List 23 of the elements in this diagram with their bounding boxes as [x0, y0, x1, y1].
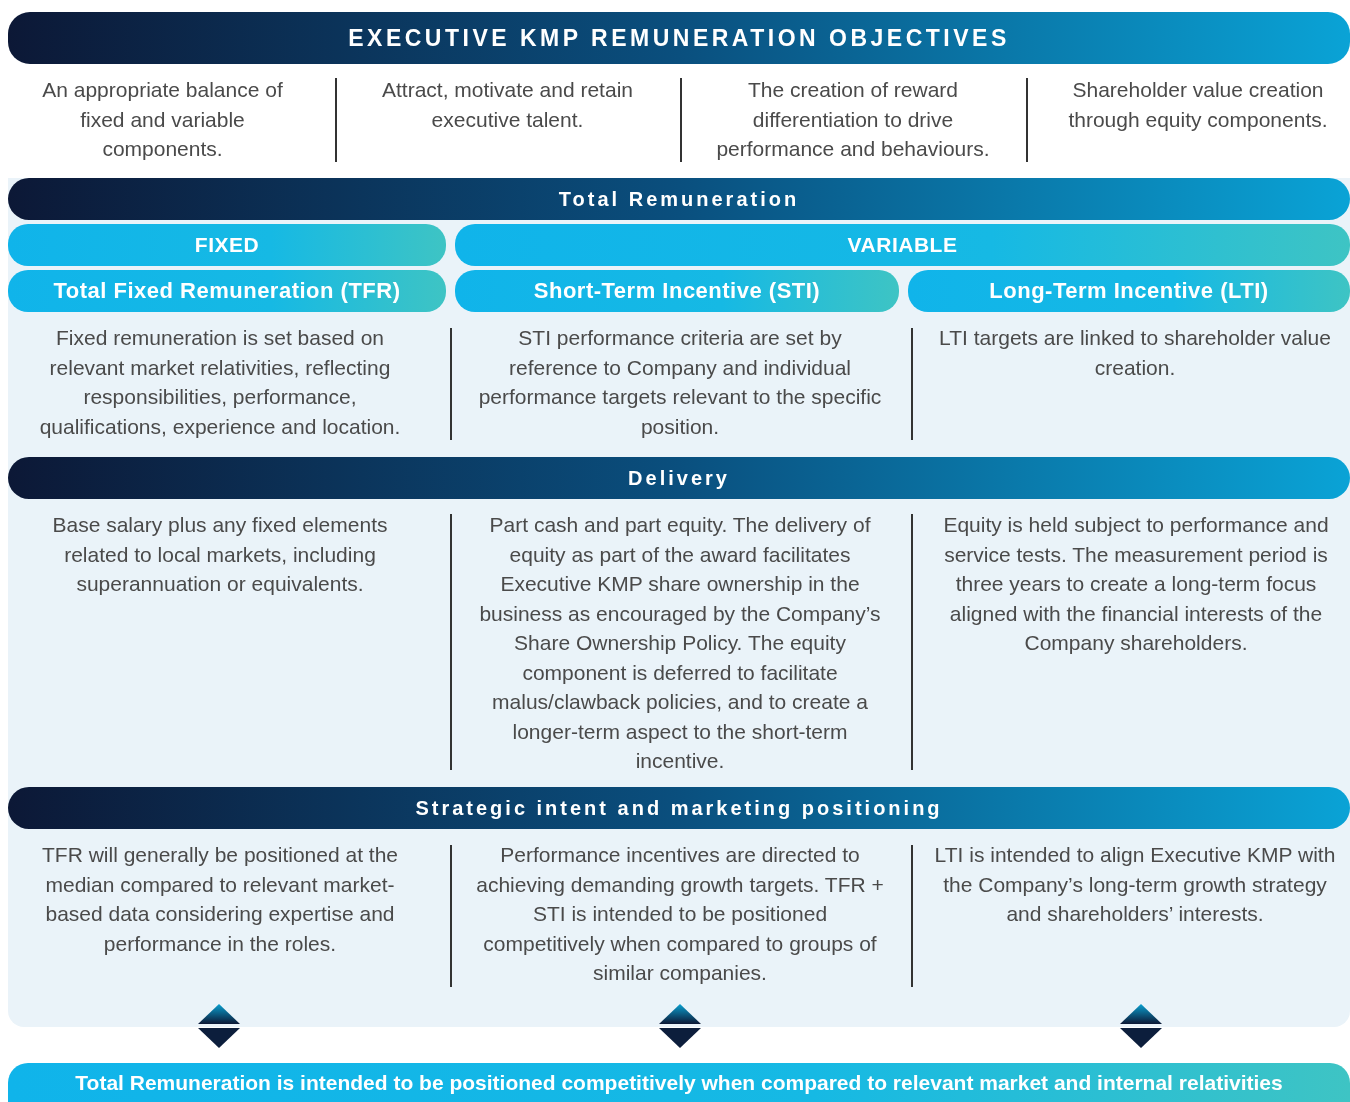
section-banner: Total Remuneration	[8, 178, 1350, 220]
description-text: TFR will generally be positioned at the median compared to relevant market-based data considering expertise and performance in the roles.	[41, 842, 399, 957]
description-text: The creation of reward differentiation to drive performance and behaviours.	[715, 77, 991, 162]
description-text: LTI targets are linked to shareholder value creation.	[938, 325, 1332, 381]
description-text: LTI is intended to align Executive KMP with the Company’s long-term growth strategy and shareholders’ interests.	[933, 842, 1337, 927]
description-text: Performance incentives are directed to achieving demanding growth targets. TFR + STI is intended to be positioned competitively when compared to groups of similar companies.	[475, 842, 885, 986]
description-text: Attract, motivate and retain executive talent.	[381, 77, 634, 133]
category-banner: Long-Term Incentive (LTI)	[908, 270, 1350, 312]
description-text: Equity is held subject to performance and service tests. The measurement period is three years to create a long-term focus aligned with the financial interests of the Company shareholders.	[942, 512, 1330, 656]
category-banner: Short-Term Incentive (STI)	[455, 270, 899, 312]
description-text: Base salary plus any fixed elements related to local markets, including superannuation or equivalents.	[51, 512, 389, 597]
section-banner: Strategic intent and marketing positioning	[8, 787, 1350, 829]
section-banner: Delivery	[8, 457, 1350, 499]
description-text: Shareholder value creation through equity components.	[1067, 77, 1329, 133]
description-text: Part cash and part equity. The delivery of equity as part of the award facilitates Executive KMP share ownership in the business as encouraged by the Company’s Share Ownership Policy. The equity component is deferred to facilitate malus/clawback policies, and to create a longer-term aspect to the short-term incentive.	[478, 512, 882, 774]
category-banner: Total Fixed Remuneration (TFR)	[8, 270, 446, 312]
description-text: Fixed remuneration is set based on relevant market relativities, reflecting responsibilities, performance, qualifications, experience and location.	[38, 325, 402, 440]
title-banner: EXECUTIVE KMP REMUNERATION OBJECTIVES	[8, 12, 1350, 64]
category-banner: VARIABLE	[455, 224, 1350, 266]
description-text: STI performance criteria are set by reference to Company and individual performance targets relevant to the specific position.	[477, 325, 883, 440]
category-banner: Total Remuneration is intended to be positioned competitively when compared to relevant market and internal relativities	[8, 1063, 1350, 1102]
description-text: An appropriate balance of fixed and variable components.	[41, 77, 284, 162]
category-banner: FIXED	[8, 224, 446, 266]
